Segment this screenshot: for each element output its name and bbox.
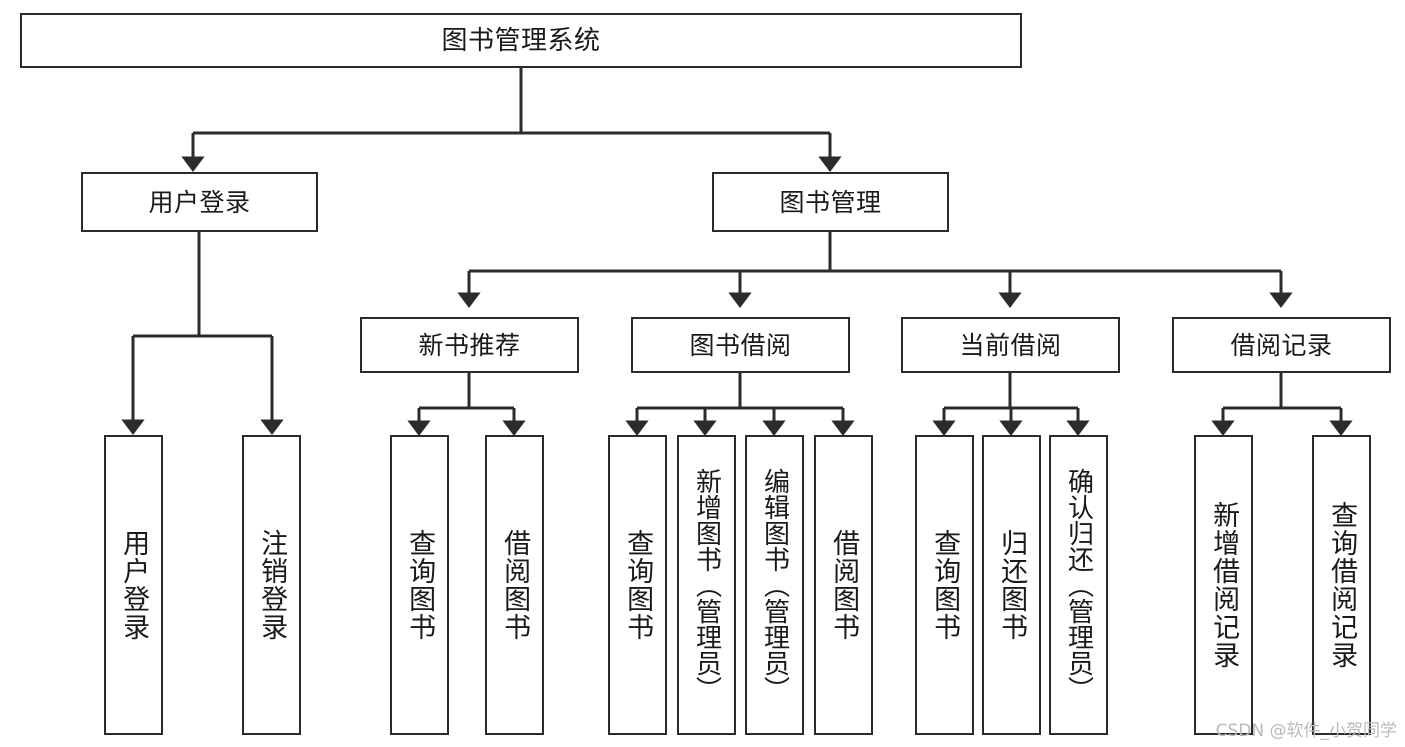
- node-leaf-borrow-book-2[interactable]: 借阅图书: [814, 435, 873, 735]
- watermark-text: CSDN @软件_小贺同学: [1215, 721, 1397, 741]
- node-leaf-confirm-return-label: 确认归还（管理员）: [1063, 468, 1094, 702]
- node-leaf-user-login-label: 用户登录: [118, 529, 150, 641]
- node-leaf-return-book-label: 归还图书: [996, 529, 1028, 641]
- node-leaf-add-record-label: 新增借阅记录: [1208, 501, 1240, 669]
- node-borrow-record-label: 借阅记录: [1230, 330, 1333, 360]
- node-leaf-query-record[interactable]: 查询借阅记录: [1312, 435, 1371, 735]
- node-leaf-query-book-2[interactable]: 查询图书: [608, 435, 667, 735]
- node-book-borrow[interactable]: 图书借阅: [631, 317, 850, 373]
- node-leaf-logout-login-label: 注销登录: [256, 529, 288, 641]
- node-current-borrow[interactable]: 当前借阅: [901, 317, 1120, 373]
- node-leaf-borrow-book-2-label: 借阅图书: [828, 529, 860, 641]
- node-leaf-query-book-3-label: 查询图书: [929, 529, 961, 641]
- node-new-book-recommend-label: 新书推荐: [418, 330, 521, 360]
- node-borrow-record[interactable]: 借阅记录: [1172, 317, 1391, 373]
- node-leaf-query-book-1[interactable]: 查询图书: [390, 435, 449, 735]
- node-new-book-recommend[interactable]: 新书推荐: [360, 317, 579, 373]
- node-book-borrow-label: 图书借阅: [689, 330, 792, 360]
- node-leaf-confirm-return[interactable]: 确认归还（管理员）: [1049, 435, 1108, 735]
- node-leaf-user-login[interactable]: 用户登录: [104, 435, 163, 735]
- node-leaf-query-book-3[interactable]: 查询图书: [915, 435, 974, 735]
- node-leaf-return-book[interactable]: 归还图书: [982, 435, 1041, 735]
- node-book-management-label: 图书管理: [779, 187, 882, 217]
- node-leaf-borrow-book-1-label: 借阅图书: [499, 529, 531, 641]
- node-leaf-logout-login[interactable]: 注销登录: [242, 435, 301, 735]
- node-leaf-add-book[interactable]: 新增图书（管理员）: [677, 435, 736, 735]
- node-leaf-query-book-2-label: 查询图书: [622, 529, 654, 641]
- node-leaf-edit-book[interactable]: 编辑图书（管理员）: [745, 435, 804, 735]
- node-root-label: 图书管理系统: [441, 25, 601, 56]
- node-leaf-edit-book-label: 编辑图书（管理员）: [759, 468, 790, 702]
- node-current-borrow-label: 当前借阅: [959, 330, 1062, 360]
- node-leaf-add-book-label: 新增图书（管理员）: [691, 468, 722, 702]
- node-leaf-query-book-1-label: 查询图书: [404, 529, 436, 641]
- node-leaf-add-record[interactable]: 新增借阅记录: [1194, 435, 1253, 735]
- node-book-management[interactable]: 图书管理: [712, 172, 949, 232]
- node-leaf-query-record-label: 查询借阅记录: [1326, 501, 1358, 669]
- node-leaf-borrow-book-1[interactable]: 借阅图书: [485, 435, 544, 735]
- node-user-login-label: 用户登录: [148, 187, 251, 217]
- node-user-login[interactable]: 用户登录: [81, 172, 318, 232]
- node-root[interactable]: 图书管理系统: [20, 13, 1022, 68]
